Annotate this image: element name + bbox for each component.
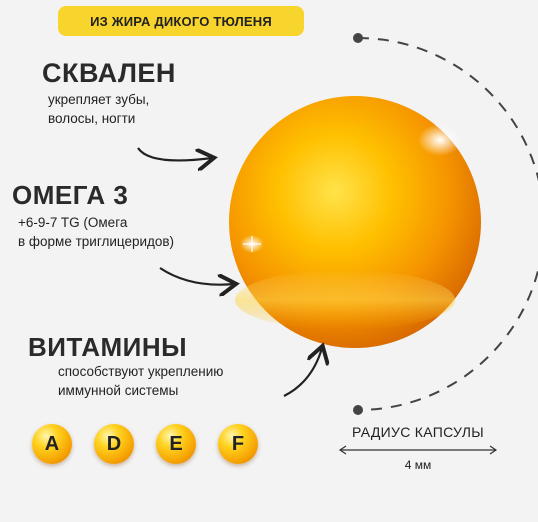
- vitamins-desc-line: способствуют укреплению: [58, 364, 224, 379]
- vitamin-d-badge: D: [94, 424, 134, 464]
- radius-label: РАДИУС КАПСУЛЫ: [352, 424, 484, 440]
- arrow-omega: [159, 267, 234, 285]
- title-banner: ИЗ ЖИРА ДИКОГО ТЮЛЕНЯ: [58, 6, 304, 36]
- squalene-desc-line: укрепляет зубы,: [48, 92, 150, 107]
- omega-desc-line: +6-9-7 TG (Омега: [18, 215, 128, 230]
- vitamin-f-badge: F: [218, 424, 258, 464]
- vitamin-a-badge: A: [32, 424, 72, 464]
- vitamin-e-badge: E: [156, 424, 196, 464]
- vitamins-title: ВИТАМИНЫ: [28, 332, 188, 362]
- squalene-title: СКВАЛЕН: [42, 58, 176, 88]
- vitamins-desc-line: иммунной системы: [58, 383, 179, 398]
- banner-text: ИЗ ЖИРА ДИКОГО ТЮЛЕНЯ: [90, 13, 272, 29]
- omega-title: ОМЕГА 3: [12, 180, 129, 210]
- arrow-vitamins: [283, 348, 322, 397]
- omega-desc-line: в форме триглицеридов): [18, 234, 175, 249]
- arrow-squalene: [137, 148, 212, 160]
- squalene-desc-line: волосы, ногти: [48, 111, 136, 126]
- omega-desc: +6-9-7 TG (Омега в форме триглицеридов): [18, 213, 174, 251]
- radius-arc: [353, 33, 538, 415]
- vitamins-desc: способствуют укреплению иммунной системы: [58, 362, 223, 400]
- radius-measure-line: [338, 445, 498, 455]
- capsule-sphere: [229, 96, 481, 348]
- squalene-desc: укрепляет зубы, волосы, ногти: [48, 90, 149, 128]
- radius-value: 4 мм: [404, 458, 432, 472]
